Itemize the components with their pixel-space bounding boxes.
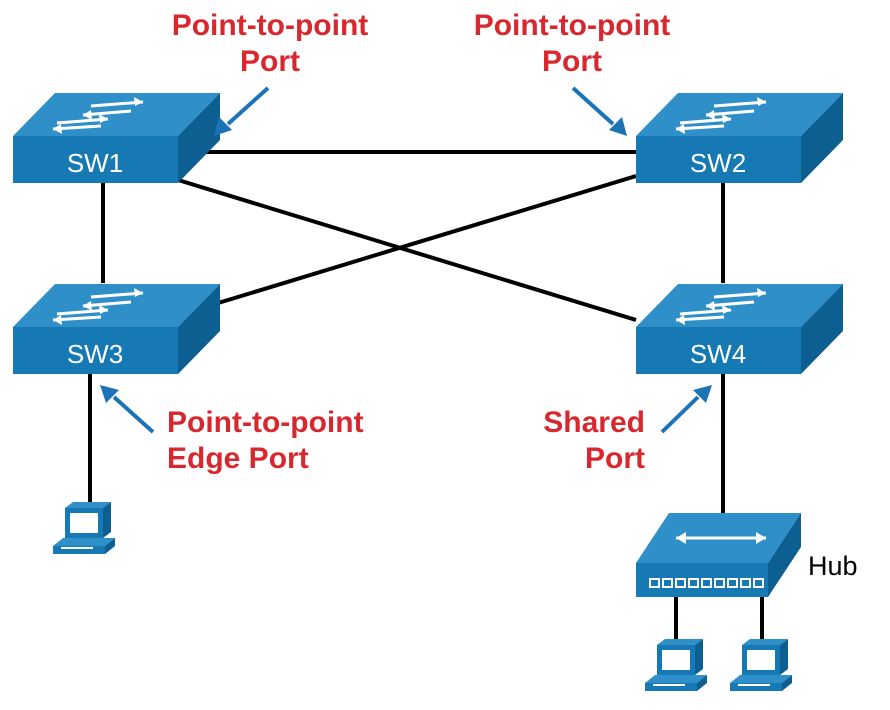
hub-label: Hub	[808, 551, 858, 581]
switch-icon: SW3	[13, 284, 220, 374]
sw2-label: SW2	[690, 148, 746, 178]
switch-icon: SW2	[636, 93, 843, 183]
arrow-sw4-port	[660, 385, 712, 434]
annotation-line: Point-to-point	[171, 9, 369, 42]
pc-icon	[644, 638, 708, 692]
annotation-line: Port	[542, 45, 602, 78]
pc-icon	[729, 638, 793, 692]
arrow-sw3-port	[100, 385, 155, 434]
arrow-sw1-port	[214, 86, 270, 136]
annotation-line: Shared	[543, 406, 645, 439]
annotation-line: Point-to-point	[167, 406, 364, 439]
pc-icon	[52, 501, 116, 555]
sw1-label: SW1	[67, 148, 123, 178]
arrow-sw2-port	[571, 86, 627, 136]
annotation-sw4-port: Shared Port	[520, 405, 645, 477]
switch-icon: SW1	[13, 93, 220, 183]
annotation-line: Point-to-point	[473, 9, 671, 42]
annotation-sw3-port: Point-to-point Edge Port	[167, 405, 407, 477]
annotation-line: Port	[240, 45, 300, 78]
link-sw3-sw2	[204, 174, 637, 309]
annotation-sw2-port: Point-to-point Port	[452, 8, 692, 80]
links	[88, 150, 764, 645]
annotation-line: Edge Port	[167, 442, 309, 475]
sw3-label: SW3	[67, 339, 123, 369]
sw4-label: SW4	[690, 339, 746, 369]
hub-icon	[636, 513, 801, 597]
annotation-sw1-port: Point-to-point Port	[150, 8, 390, 80]
switch-icon: SW4	[636, 284, 843, 374]
arrows	[100, 86, 712, 434]
annotation-line: Port	[585, 442, 645, 475]
